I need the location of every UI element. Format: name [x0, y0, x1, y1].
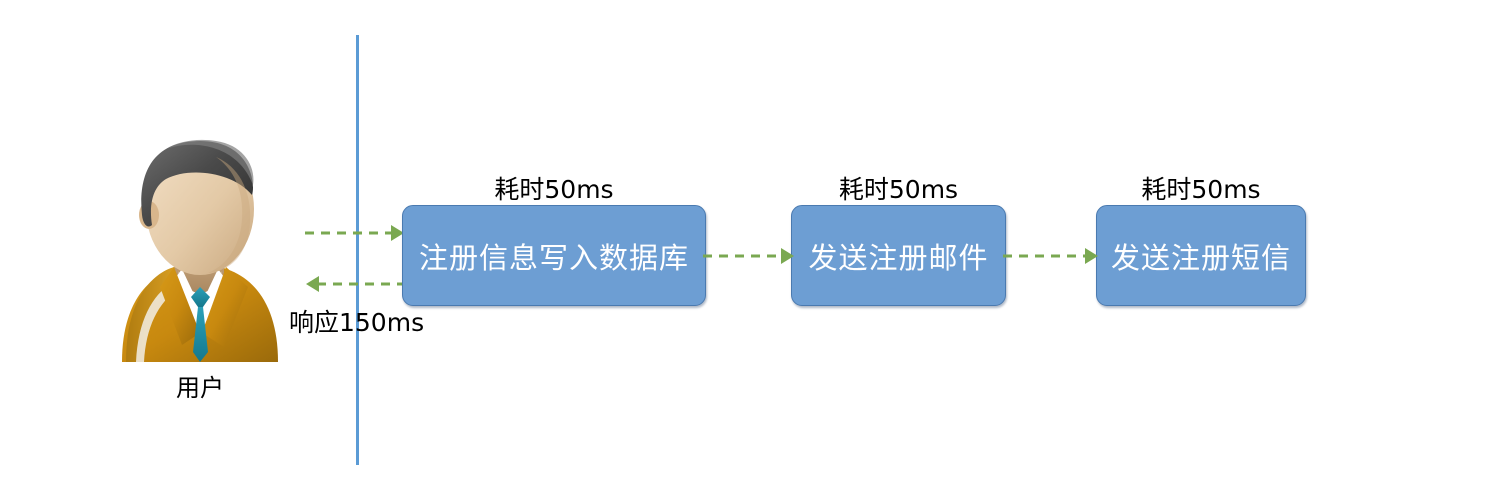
process-box-send-email[interactable]: 发送注册邮件 — [791, 205, 1006, 306]
step-link-arrow-1 — [703, 248, 794, 264]
actor-label: 用户 — [176, 374, 224, 402]
process-box-label: 发送注册邮件 — [808, 240, 989, 275]
user-avatar — [112, 137, 288, 362]
system-boundary-line — [356, 35, 359, 465]
process-box-label: 发送注册短信 — [1110, 240, 1291, 275]
response-label: 响应150ms — [289, 308, 425, 337]
request-arrow — [305, 225, 404, 241]
cost-label-step-1: 耗时50ms — [494, 175, 614, 204]
cost-label-step-2: 耗时50ms — [838, 175, 959, 204]
response-arrow — [306, 276, 405, 292]
step-link-arrow-2 — [1003, 248, 1098, 264]
process-box-label: 注册信息写入数据库 — [418, 240, 689, 275]
process-box-send-sms[interactable]: 发送注册短信 — [1096, 205, 1306, 306]
cost-label-step-3: 耗时50ms — [1141, 175, 1261, 204]
user-avatar-icon — [122, 139, 278, 362]
process-box-write-db[interactable]: 注册信息写入数据库 — [402, 205, 706, 306]
